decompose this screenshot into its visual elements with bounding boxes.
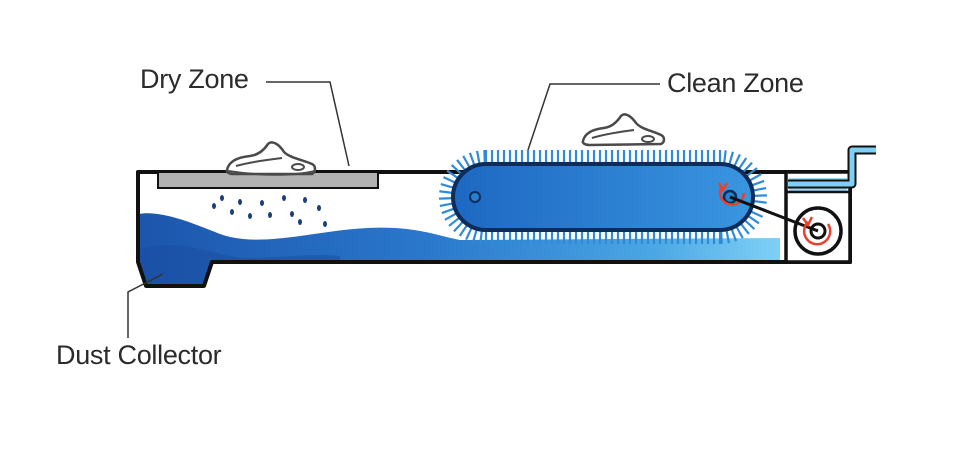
bristle xyxy=(746,214,760,225)
bristle xyxy=(725,229,731,244)
bristle xyxy=(441,207,456,215)
bristle xyxy=(722,150,727,165)
bristle xyxy=(471,228,478,243)
shoe-dry-icon xyxy=(225,141,317,176)
bristle xyxy=(728,151,735,166)
bristle xyxy=(752,186,767,192)
dry-zone-label: Dry Zone xyxy=(140,64,249,94)
bristle xyxy=(456,159,467,172)
bristle xyxy=(749,209,764,218)
water-drips xyxy=(212,195,327,227)
dry-zone-leader xyxy=(266,81,350,167)
bristle xyxy=(439,202,454,208)
bristle xyxy=(448,216,461,227)
clean-zone-leader xyxy=(527,83,660,151)
belt-roller-left xyxy=(469,191,481,203)
bristle xyxy=(739,222,750,235)
bristle xyxy=(741,161,753,174)
bristle xyxy=(450,164,463,176)
bristle xyxy=(444,212,458,221)
bristle xyxy=(745,167,758,178)
bristle xyxy=(458,223,469,237)
drive-belt-line xyxy=(729,195,819,233)
bristle xyxy=(748,173,762,182)
bristle xyxy=(442,176,457,185)
clean-zone-belt xyxy=(451,162,755,232)
bristle xyxy=(730,227,738,242)
bristle xyxy=(743,218,756,230)
bristle xyxy=(453,220,465,233)
bristle xyxy=(468,152,476,167)
bristle xyxy=(446,169,460,180)
brush-bristles xyxy=(438,149,768,245)
clean-zone-label: Clean Zone xyxy=(667,68,804,98)
bristle xyxy=(735,225,744,239)
bristle xyxy=(750,179,765,187)
bristle xyxy=(440,182,455,189)
bristle xyxy=(752,199,767,204)
bristle xyxy=(439,190,454,195)
motor-rotation-arrow-icon xyxy=(801,216,832,246)
bristle xyxy=(737,157,748,171)
shoe-clean-icon xyxy=(581,113,666,147)
bristle xyxy=(475,150,481,165)
bristle xyxy=(462,155,471,169)
dust-collector-leader xyxy=(127,273,164,338)
dust-collector-label: Dust Collector xyxy=(56,340,222,370)
bristle xyxy=(465,226,474,241)
bristle xyxy=(479,229,484,244)
bristle xyxy=(732,153,741,168)
rotation-arrow-icon xyxy=(717,182,746,206)
